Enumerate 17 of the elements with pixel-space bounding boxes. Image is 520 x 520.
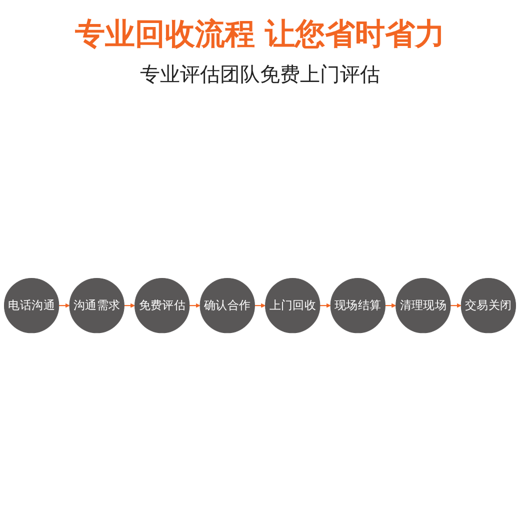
arrow — [320, 304, 331, 308]
node-circle: 上门回收 — [265, 278, 320, 334]
title: 专业回收流程 让您省时省力 — [74, 16, 446, 54]
arrow — [58, 304, 70, 308]
arrow — [385, 304, 396, 308]
node-circle: 清理现场 — [396, 278, 451, 334]
node-circle: 确认合作 — [200, 278, 255, 334]
arrow — [124, 304, 135, 308]
arrow — [450, 304, 462, 308]
arrow — [189, 304, 200, 308]
node-circle: 免费评估 — [134, 278, 190, 334]
arrow — [254, 304, 266, 308]
subtitle: 专业评估团队免费上门评估 — [139, 61, 381, 88]
node-circle: 沟通需求 — [69, 278, 124, 334]
node-circle: 交易关闭 — [460, 278, 516, 334]
node-circle: 电话沟通 — [4, 278, 60, 334]
node-circle: 现场结算 — [330, 278, 386, 334]
